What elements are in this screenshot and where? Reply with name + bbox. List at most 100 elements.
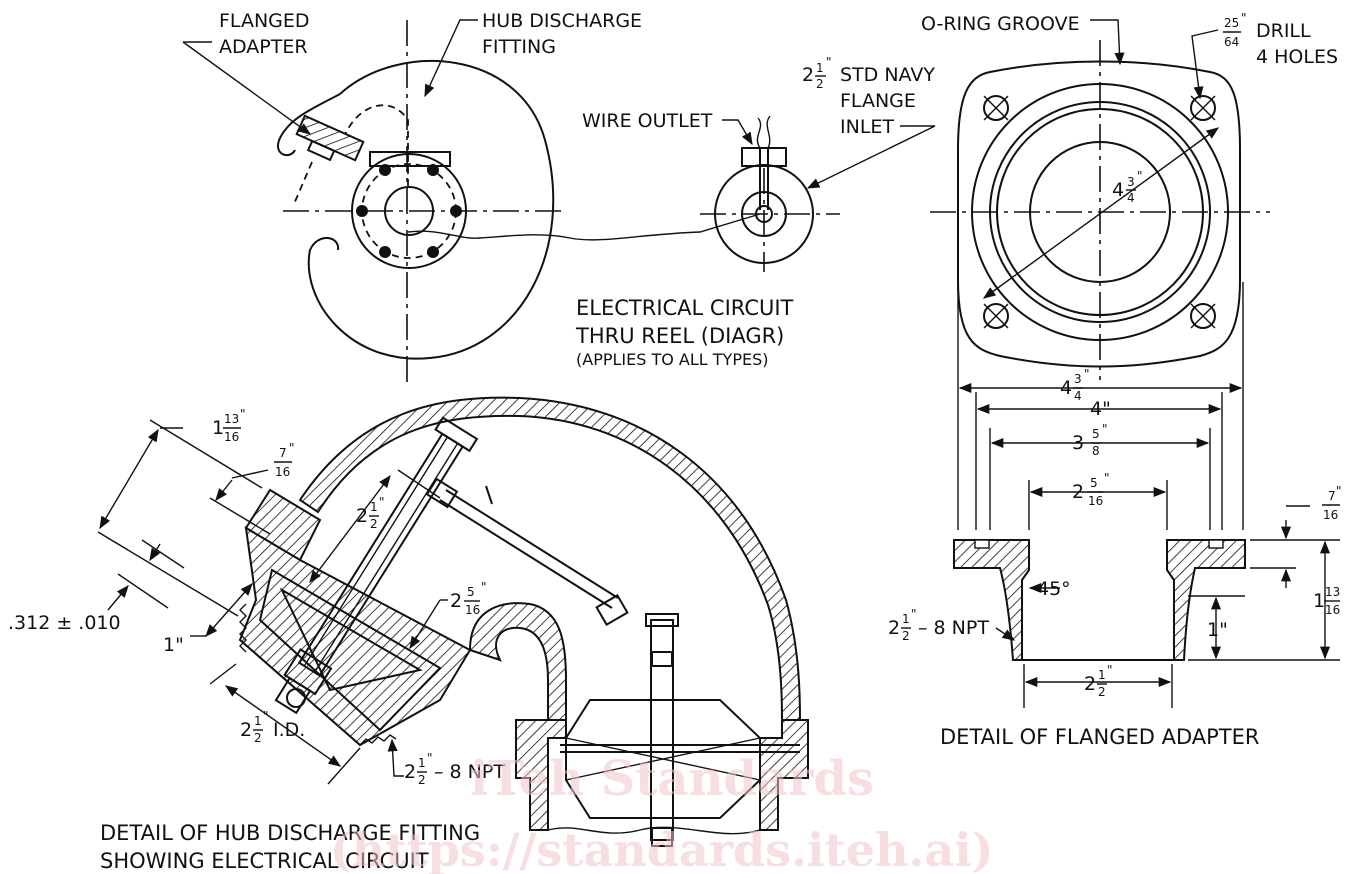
- svg-text:1: 1: [816, 61, 824, 75]
- svg-text:2: 2: [450, 590, 462, 612]
- svg-text:": ": [240, 407, 246, 421]
- reel-flange-curl: [277, 93, 341, 157]
- inlet-fitting-view: [700, 115, 840, 272]
- adapter-hidden: [293, 161, 313, 205]
- svg-text:1: 1: [902, 612, 910, 626]
- reel-outline: [307, 59, 555, 360]
- circuit-note: (APPLIES TO ALL TYPES): [576, 350, 768, 369]
- drill-leader: [1191, 29, 1219, 100]
- hub-flange-dim: 7 16 ": [274, 441, 295, 479]
- oring-groove-leader: [1090, 19, 1125, 66]
- angle-dim: 45°: [1037, 578, 1071, 600]
- svg-text:": ": [263, 709, 269, 723]
- svg-text:": ": [911, 607, 917, 621]
- wire-outlet-leader: [722, 119, 753, 146]
- hub-bore-cavity: [258, 568, 442, 732]
- wire-lead: [766, 115, 771, 149]
- svg-text:2: 2: [816, 77, 824, 91]
- hub-mount-plate: [369, 151, 451, 167]
- svg-text:": ": [427, 751, 433, 765]
- width-dim-2-5-16: 2 5 16 ": [1072, 471, 1110, 508]
- hub-title: SHOWING ELECTRICAL CIRCUIT: [100, 849, 429, 873]
- hub-discharge-label: FITTING: [482, 36, 556, 58]
- wire-outlet-boss: [741, 147, 787, 167]
- adapter-title: DETAIL OF FLANGED ADAPTER: [940, 725, 1259, 749]
- flanged-adapter-label: ADAPTER: [219, 36, 308, 58]
- linkage-clip: [595, 593, 629, 627]
- svg-text:2: 2: [888, 617, 900, 639]
- elbow-outlet: [468, 602, 567, 721]
- drill-label: 25 64 " DRILL 4 HOLES: [1223, 11, 1338, 68]
- center-post: [650, 619, 674, 841]
- svg-text:2: 2: [370, 517, 378, 531]
- svg-text:1: 1: [254, 714, 262, 728]
- inlet-bore: [741, 191, 787, 237]
- width-dim-4-3-4: 4 3 4 ": [1060, 367, 1090, 403]
- svg-text:5: 5: [1092, 427, 1100, 441]
- watermark: iTeh Standards: [470, 751, 874, 807]
- svg-text:4: 4: [1112, 179, 1124, 201]
- svg-text:– 8 NPT: – 8 NPT: [918, 617, 989, 639]
- hub-2-5-16-dim: 2 5 16 ": [450, 580, 487, 617]
- flanged-adapter-leader: [182, 41, 312, 135]
- circuit-title: THRU REEL (DIAGR): [575, 324, 784, 348]
- thread-length-dim: 1": [1207, 619, 1228, 641]
- svg-text:": ": [1104, 471, 1110, 485]
- bolt-hole: [427, 246, 439, 258]
- wire-path: [407, 213, 761, 241]
- svg-text:4: 4: [1074, 389, 1082, 403]
- svg-text:8: 8: [1092, 444, 1100, 458]
- linkage-arm: [445, 489, 619, 599]
- hub-flange-circle: [351, 153, 467, 269]
- svg-text:4: 4: [1060, 377, 1072, 399]
- svg-text:– 8 NPT: – 8 NPT: [434, 761, 505, 783]
- hub-length-dim-line: [99, 428, 159, 530]
- watermark: (https://standards.iteh.ai): [330, 823, 994, 874]
- mounting-hole: [1190, 95, 1216, 121]
- svg-text:3: 3: [1127, 175, 1135, 189]
- reel-view: [277, 20, 761, 388]
- bore-dim: 2 1 2 ": [1084, 663, 1113, 699]
- svg-text:1: 1: [212, 417, 224, 439]
- hub-2-1-2-dim: 2 1 2 ": [356, 495, 385, 531]
- width-dim-3-5-8: 3 5 8 ": [1072, 422, 1108, 458]
- svg-text:25: 25: [1224, 16, 1239, 30]
- svg-text:2: 2: [404, 761, 416, 783]
- adapter-wall-right: [1166, 539, 1246, 661]
- svg-text:16: 16: [275, 465, 290, 479]
- flange-face-view: [930, 40, 1270, 380]
- svg-text:": ": [1137, 169, 1143, 183]
- svg-text:": ": [481, 580, 487, 594]
- svg-text:7: 7: [1328, 489, 1336, 503]
- svg-text:3: 3: [1074, 372, 1082, 386]
- svg-text:16: 16: [465, 603, 480, 617]
- svg-text:2: 2: [240, 719, 252, 741]
- svg-text:3: 3: [1072, 432, 1084, 454]
- hub-bore: [384, 186, 434, 236]
- svg-text:13: 13: [1325, 585, 1340, 599]
- wire-lead: [756, 117, 762, 149]
- svg-text:": ": [1084, 367, 1090, 381]
- svg-text:16: 16: [1325, 603, 1340, 617]
- oring-groove-label: O-RING GROOVE: [921, 13, 1080, 35]
- adapter-wall-left: [953, 539, 1030, 661]
- svg-text:2: 2: [1072, 481, 1084, 503]
- svg-text:2: 2: [356, 505, 368, 527]
- bolt-hole: [356, 205, 368, 217]
- width-dim-4: 4": [1090, 398, 1111, 420]
- svg-text:FLANGE: FLANGE: [840, 90, 916, 112]
- svg-text:1: 1: [1098, 668, 1106, 682]
- svg-text:": ": [1102, 422, 1108, 436]
- navy-flange-label: 2 1 2 " STD NAVY FLANGE INLET: [802, 55, 935, 138]
- svg-text:13: 13: [224, 412, 239, 426]
- svg-text:": ": [1336, 484, 1342, 498]
- svg-text:DRILL: DRILL: [1256, 20, 1311, 42]
- svg-text:2: 2: [1098, 685, 1106, 699]
- linkage-pivot: [425, 477, 459, 509]
- svg-text:": ": [1107, 663, 1113, 677]
- svg-text:": ": [826, 55, 832, 69]
- bolt-circle-dim-line: [982, 127, 1220, 299]
- tolerance-dim: .312 ± .010: [8, 612, 121, 634]
